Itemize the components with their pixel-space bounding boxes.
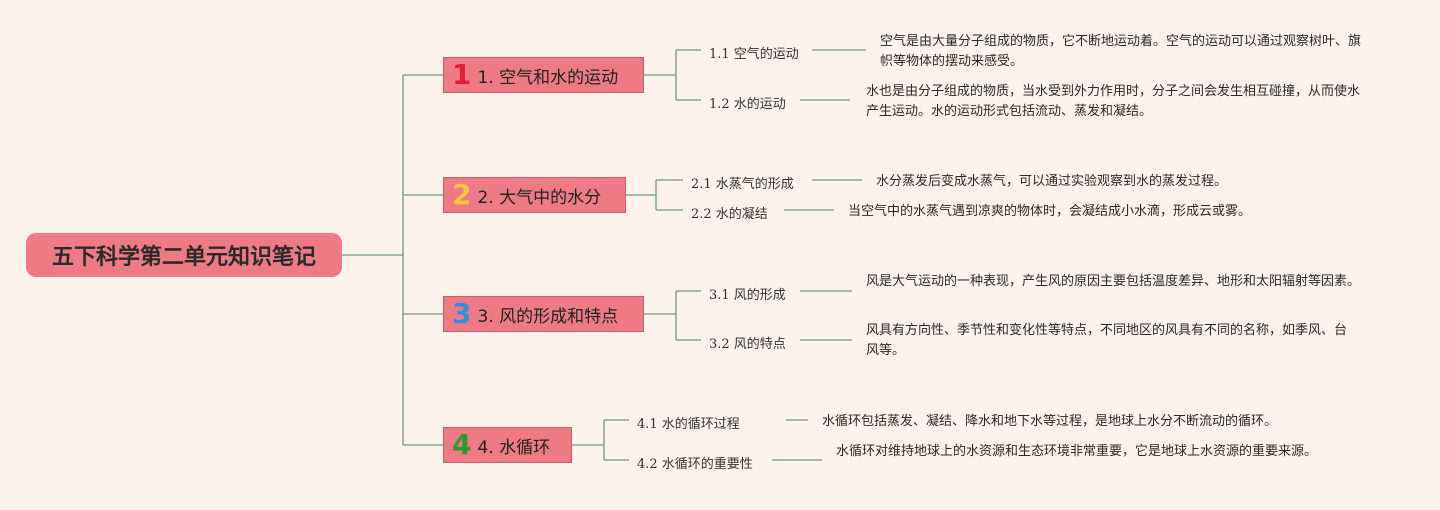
subtopic-2-1-desc: 水分蒸发后变成水蒸气，可以通过实验观察到水的蒸发过程。 — [876, 174, 1228, 189]
root-node[interactable]: 五下科学第二单元知识笔记 — [26, 233, 342, 277]
subtopic-1-1-desc: 空气是由大量分子组成的物质，它不断地运动着。空气的运动可以通过观察树叶、旗帜等物… — [880, 34, 1362, 69]
subtopic-3-1-label[interactable]: 3.1 风的形成 — [709, 288, 786, 303]
subtopic-4-1-label[interactable]: 4.1 水的循环过程 — [637, 417, 740, 432]
subtopic-3-2-desc: 风具有方向性、季节性和变化性等特点，不同地区的风具有不同的名称，如季风、台风等。 — [866, 323, 1348, 358]
topic-3-node[interactable]: 3 3. 风的形成和特点 — [443, 296, 644, 332]
subtopic-1-2-label[interactable]: 1.2 水的运动 — [709, 97, 786, 112]
subtopic-4-2-desc: 水循环对维持地球上的水资源和生态环境非常重要，它是地球上水资源的重要来源。 — [836, 444, 1318, 459]
subtopic-2-1-label[interactable]: 2.1 水蒸气的形成 — [691, 177, 794, 192]
topic-4-label: 4. 水循环 — [477, 437, 551, 458]
subtopic-2-2-label[interactable]: 2.2 水的凝结 — [691, 207, 768, 222]
topic-3-label: 3. 风的形成和特点 — [477, 306, 619, 327]
topic-1-number: 1 — [452, 58, 472, 91]
subtopic-4-2-label[interactable]: 4.2 水循环的重要性 — [637, 457, 753, 472]
topic-2-number: 2 — [452, 178, 472, 211]
subtopic-4-1-desc: 水循环包括蒸发、凝结、降水和地下水等过程，是地球上水分不断流动的循环。 — [822, 414, 1278, 429]
topic-4-node[interactable]: 4 4. 水循环 — [443, 427, 572, 463]
subtopic-3-2-label[interactable]: 3.2 风的特点 — [709, 337, 786, 352]
subtopic-1-2-desc: 水也是由分子组成的物质，当水受到外力作用时，分子之间会发生相互碰撞，从而使水产生… — [866, 84, 1361, 119]
topic-1-node[interactable]: 1 1. 空气和水的运动 — [443, 57, 644, 93]
subtopic-1-1-label[interactable]: 1.1 空气的运动 — [709, 47, 799, 62]
subtopic-3-1-desc: 风是大气运动的一种表现，产生风的原因主要包括温度差异、地形和太阳辐射等因素。 — [866, 274, 1361, 289]
subtopic-2-2-desc: 当空气中的水蒸气遇到凉爽的物体时，会凝结成小水滴，形成云或雾。 — [848, 204, 1252, 219]
topic-1-label: 1. 空气和水的运动 — [477, 67, 619, 88]
topic-2-node[interactable]: 2 2. 大气中的水分 — [443, 177, 626, 213]
topic-4-number: 4 — [452, 428, 472, 461]
topic-3-number: 3 — [452, 297, 472, 330]
topic-2-label: 2. 大气中的水分 — [477, 187, 602, 208]
root-title: 五下科学第二单元知识笔记 — [51, 245, 316, 270]
